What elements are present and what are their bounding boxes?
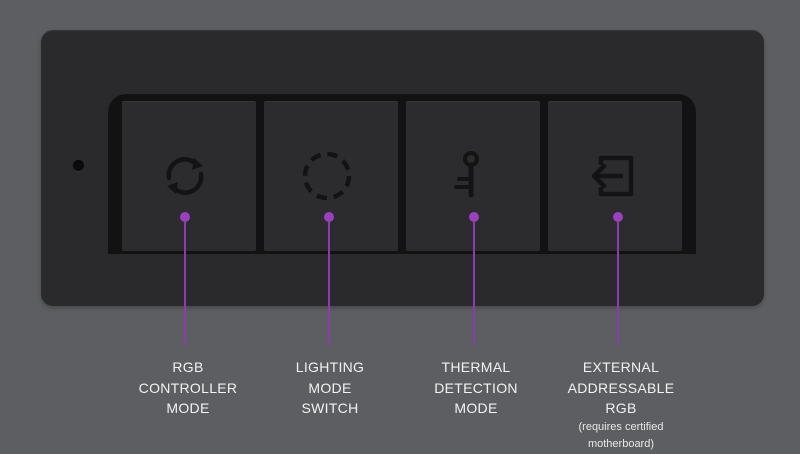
indicator-hole bbox=[73, 160, 84, 171]
rgb-controller-mode-button[interactable] bbox=[122, 101, 256, 251]
callout-external-rgb bbox=[611, 212, 625, 352]
label-lighting-mode-switch: LIGHTING MODE SWITCH bbox=[245, 357, 415, 419]
label-line: LIGHTING bbox=[295, 359, 365, 375]
callout-thermal-detection bbox=[467, 212, 481, 352]
label-rgb-controller-mode: RGB CONTROLLER MODE bbox=[103, 357, 273, 419]
label-line: THERMAL bbox=[441, 359, 511, 375]
callout-line bbox=[473, 221, 475, 345]
label-line: RGB bbox=[172, 359, 204, 375]
label-line: MODE bbox=[166, 400, 210, 416]
label-line: EXTERNAL bbox=[582, 359, 660, 375]
label-line: SWITCH bbox=[301, 400, 359, 416]
label-line: MODE bbox=[454, 400, 498, 416]
label-note: (requires certified bbox=[578, 420, 664, 433]
label-external-addressable-rgb: EXTERNAL ADDRESSABLE RGB (requires certi… bbox=[536, 357, 706, 453]
callout-dot bbox=[469, 212, 479, 222]
label-line: ADDRESSABLE bbox=[567, 379, 675, 396]
callout-dot bbox=[180, 212, 190, 222]
callout-rgb-controller bbox=[178, 212, 192, 352]
label-line: CONTROLLER bbox=[138, 379, 238, 396]
label-note: motherboard) bbox=[587, 437, 655, 450]
refresh-icon bbox=[157, 148, 213, 204]
thermometer-icon bbox=[441, 148, 497, 204]
callout-line bbox=[328, 221, 330, 345]
lighting-mode-switch-button[interactable] bbox=[264, 101, 398, 251]
dashed-circle-icon bbox=[299, 148, 355, 204]
callout-line bbox=[184, 221, 186, 345]
label-line: DETECTION bbox=[434, 379, 518, 396]
callout-dot bbox=[324, 212, 334, 222]
external-input-icon bbox=[583, 148, 639, 204]
callout-line bbox=[617, 221, 619, 345]
label-line: RGB bbox=[605, 400, 637, 416]
label-thermal-detection-mode: THERMAL DETECTION MODE bbox=[391, 357, 561, 419]
label-line: MODE bbox=[308, 379, 352, 396]
callout-dot bbox=[613, 212, 623, 222]
callout-lighting-mode bbox=[322, 212, 336, 352]
